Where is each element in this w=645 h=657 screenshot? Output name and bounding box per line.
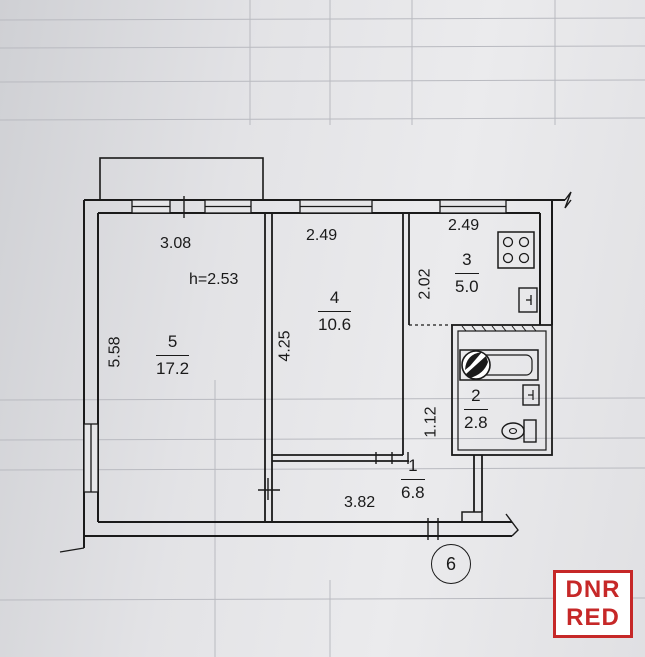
room-3-number: 3 [455, 250, 479, 274]
room-1-label: 1 6.8 [401, 456, 425, 503]
ceiling-height-label: h=2.53 [189, 271, 239, 288]
apartment-number-mark: 6 [431, 544, 471, 584]
outer-walls [59, 191, 572, 553]
dimension-room4-width: 2.49 [306, 227, 338, 244]
balcony [99, 157, 264, 201]
dimension-hall-length: 3.82 [344, 494, 376, 511]
vent-hatching [461, 325, 537, 332]
dimension-room3-length: 2.02 [416, 268, 434, 300]
dimension-room5-length: 5.58 [106, 336, 124, 368]
interior-walls [264, 213, 553, 523]
room-2-number: 2 [464, 386, 488, 410]
dimension-room5-width: 3.08 [160, 235, 192, 252]
watermark-line1: DNR [565, 576, 621, 603]
windows [83, 199, 507, 493]
toilet-icon [501, 419, 537, 443]
door-marks [183, 196, 439, 540]
room-3-area: 5.0 [455, 277, 479, 296]
room-4-number: 4 [318, 288, 352, 312]
washbasin-icon [522, 384, 540, 406]
room-4-area: 10.6 [318, 315, 352, 334]
room-4-label: 4 10.6 [318, 288, 352, 335]
kitchen-sink-icon [518, 287, 538, 313]
water-heater-icon [461, 350, 491, 380]
room-2-label: 2 2.8 [464, 386, 488, 433]
dimension-room3-width: 2.49 [448, 217, 480, 234]
room-1-number: 1 [401, 456, 425, 480]
room-3-label: 3 5.0 [455, 250, 479, 297]
room-2-area: 2.8 [464, 413, 488, 432]
room-5-number: 5 [156, 332, 190, 356]
dimension-room4-length: 4.25 [276, 330, 294, 362]
room-1-area: 6.8 [401, 483, 425, 502]
room-5-label: 5 17.2 [156, 332, 190, 379]
watermark-line2: RED [566, 604, 620, 631]
watermark-logo: DNR RED [553, 570, 633, 638]
dimension-corridor-width: 1.12 [422, 406, 440, 438]
stove-icon [497, 231, 535, 269]
room-5-area: 17.2 [156, 359, 190, 378]
